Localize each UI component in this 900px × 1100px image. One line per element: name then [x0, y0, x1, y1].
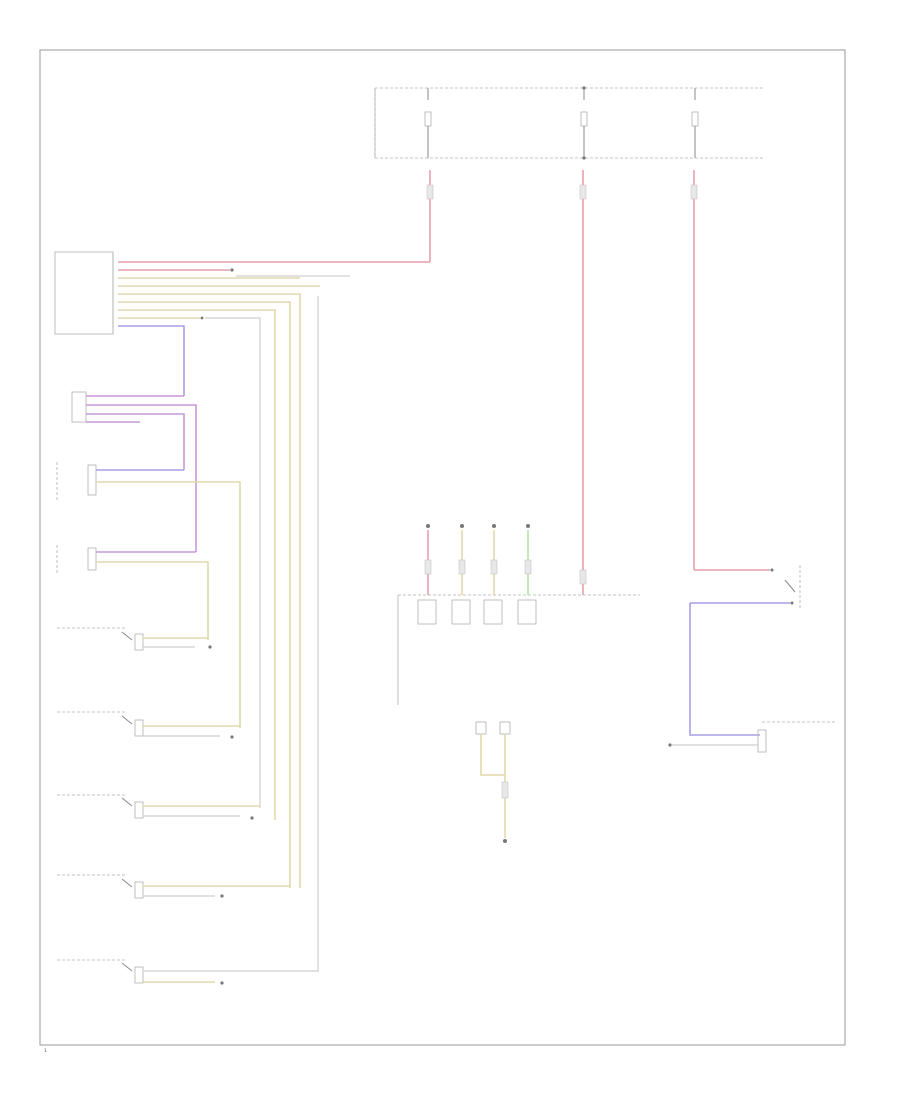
central-fuse-box [374, 86, 765, 160]
right-door-switch [689, 565, 801, 736]
center-connector-block [397, 524, 640, 705]
passenger-component [56, 462, 241, 728]
tailgate-switch [57, 959, 318, 985]
body-control-module [54, 251, 114, 335]
ground-splice [475, 721, 511, 843]
door-switch-right-rear [57, 794, 260, 820]
diagram-frame [39, 49, 846, 1046]
fuse-feed-wires [426, 170, 698, 595]
door-switch-left-front [57, 627, 212, 651]
secondary-module [56, 545, 209, 640]
fuse-3 [691, 88, 699, 158]
module-harness [118, 261, 430, 972]
door-switch-left-rear [57, 874, 290, 899]
splice-connector [71, 391, 197, 552]
lock-control-module [668, 721, 835, 753]
fuse-2 [580, 86, 588, 160]
page-number: 1 [44, 1048, 47, 1054]
door-switch-right-front [57, 711, 240, 739]
fuse-1 [424, 88, 432, 158]
